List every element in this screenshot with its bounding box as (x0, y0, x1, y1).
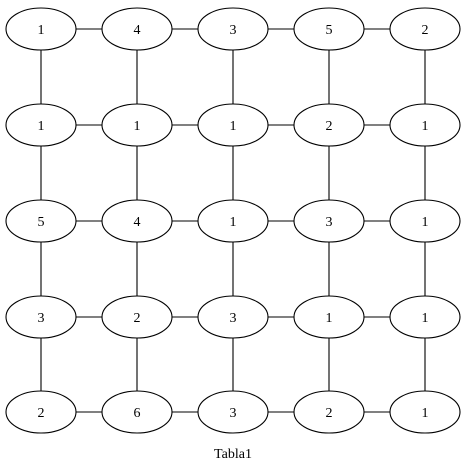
node-label: 1 (230, 119, 237, 134)
node-ellipse (101, 390, 173, 434)
node-ellipse (389, 103, 461, 147)
node-r3-c4: 3 (293, 199, 365, 243)
node-label: 1 (422, 215, 429, 230)
node-r2-c4: 2 (293, 103, 365, 147)
node-r2-c1: 1 (5, 103, 77, 147)
node-label: 2 (38, 406, 45, 421)
node-r1-c5: 2 (389, 7, 461, 51)
node-label: 3 (38, 311, 45, 326)
node-r2-c5: 1 (389, 103, 461, 147)
node-label: 5 (326, 23, 333, 38)
node-r1-c2: 4 (101, 7, 173, 51)
node-ellipse (197, 295, 269, 339)
node-label: 1 (38, 119, 45, 134)
node-ellipse (197, 199, 269, 243)
node-ellipse (101, 103, 173, 147)
node-r3-c3: 1 (197, 199, 269, 243)
node-r5-c1: 2 (5, 390, 77, 434)
node-ellipse (101, 295, 173, 339)
node-label: 1 (422, 311, 429, 326)
node-ellipse (293, 199, 365, 243)
node-r1-c1: 1 (5, 7, 77, 51)
node-r1-c4: 5 (293, 7, 365, 51)
node-label: 3 (326, 215, 333, 230)
node-label: 1 (422, 406, 429, 421)
node-ellipse (197, 103, 269, 147)
node-ellipse (101, 199, 173, 243)
node-ellipse (389, 390, 461, 434)
node-r3-c5: 1 (389, 199, 461, 243)
node-r2-c2: 1 (101, 103, 173, 147)
node-label: 4 (134, 215, 141, 230)
node-label: 3 (230, 23, 237, 38)
node-ellipse (197, 390, 269, 434)
node-label: 1 (422, 119, 429, 134)
node-label: 4 (134, 23, 141, 38)
node-r5-c5: 1 (389, 390, 461, 434)
node-label: 2 (326, 406, 333, 421)
node-label: 3 (230, 311, 237, 326)
node-label: 1 (230, 215, 237, 230)
node-ellipse (293, 103, 365, 147)
node-label: 1 (134, 119, 141, 134)
node-ellipse (293, 295, 365, 339)
node-label: 6 (134, 406, 141, 421)
node-ellipse (5, 295, 77, 339)
edges-layer (40, 28, 426, 413)
node-ellipse (5, 103, 77, 147)
node-r3-c2: 4 (101, 199, 173, 243)
node-ellipse (389, 199, 461, 243)
node-label: 5 (38, 215, 45, 230)
node-ellipse (293, 390, 365, 434)
node-r4-c5: 1 (389, 295, 461, 339)
node-ellipse (197, 7, 269, 51)
node-r5-c4: 2 (293, 390, 365, 434)
node-r4-c3: 3 (197, 295, 269, 339)
nodes-layer: 1 4 3 5 2 1 1 1 2 1 5 4 1 3 1 3 2 3 1 1 2 6 3 2 1 (5, 7, 461, 434)
node-ellipse (5, 390, 77, 434)
node-r2-c3: 1 (197, 103, 269, 147)
node-r5-c2: 6 (101, 390, 173, 434)
node-ellipse (101, 7, 173, 51)
graph-caption: Tabla1 (214, 447, 252, 462)
node-r4-c4: 1 (293, 295, 365, 339)
node-r3-c1: 5 (5, 199, 77, 243)
node-r5-c3: 3 (197, 390, 269, 434)
node-ellipse (389, 295, 461, 339)
node-label: 2 (134, 311, 141, 326)
node-label: 3 (230, 406, 237, 421)
node-label: 1 (38, 23, 45, 38)
node-ellipse (5, 199, 77, 243)
node-ellipse (389, 7, 461, 51)
node-label: 2 (422, 23, 429, 38)
node-ellipse (293, 7, 365, 51)
node-ellipse (5, 7, 77, 51)
node-r4-c1: 3 (5, 295, 77, 339)
node-label: 2 (326, 119, 333, 134)
node-r4-c2: 2 (101, 295, 173, 339)
node-r1-c3: 3 (197, 7, 269, 51)
node-label: 1 (326, 311, 333, 326)
